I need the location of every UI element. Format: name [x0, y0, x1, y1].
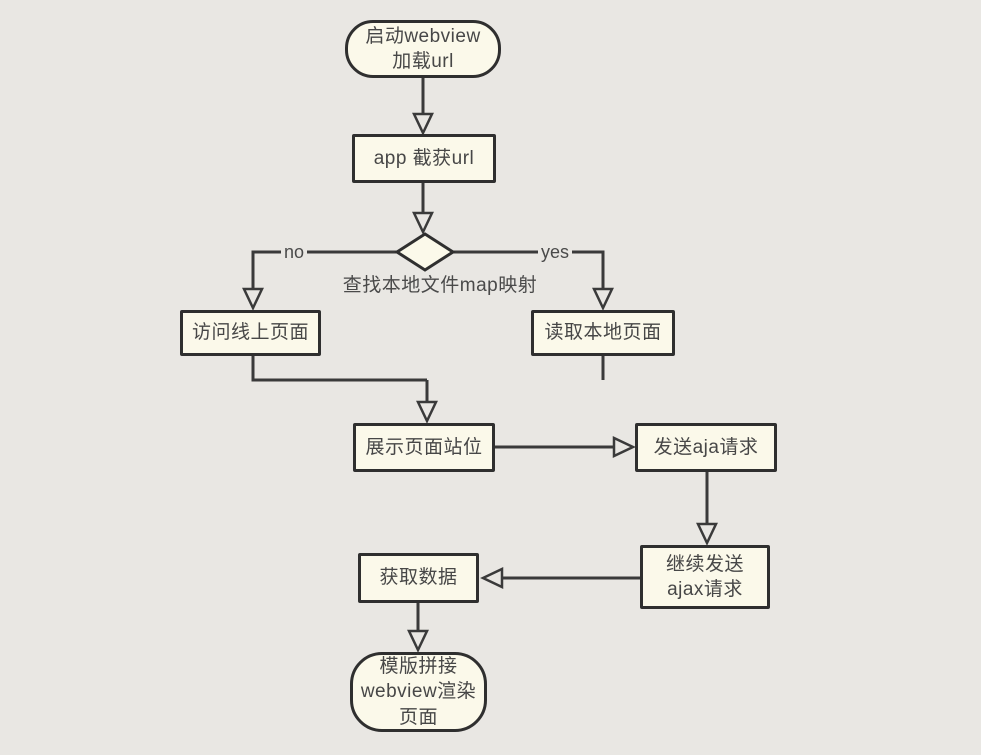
node-start-webview: 启动webview 加载url [345, 20, 501, 78]
branch-label-yes: yes [538, 242, 573, 263]
node-show-page-placeholder: 展示页面站位 [353, 423, 495, 472]
edge-decision-no [251, 250, 398, 291]
decision-diamond [394, 232, 456, 272]
arrowhead-down-icon [412, 112, 434, 136]
arrowhead-down-icon [592, 287, 614, 311]
arrowhead-down-icon [407, 629, 429, 653]
node-app-intercept-url: app 截获url [352, 134, 496, 183]
node-visit-online-page: 访问线上页面 [180, 310, 321, 356]
node-continue-ajax-request: 继续发送 ajax请求 [640, 545, 770, 609]
node-label: 页面 [398, 706, 438, 728]
arrowhead-down-icon [416, 400, 438, 424]
node-label: 加载url [392, 51, 454, 72]
decision-label: 查找本地文件map映射 [342, 275, 538, 296]
node-label: 访问线上页面 [191, 322, 309, 344]
arrowhead-down-icon [696, 522, 718, 546]
node-template-webview-render: 模版拼接 webview渲染 页面 [350, 652, 487, 732]
node-label: ajax请求 [667, 579, 743, 600]
node-label: 展示页面站位 [365, 436, 483, 458]
node-label: 读取本地页面 [544, 322, 662, 344]
node-fetch-data: 获取数据 [358, 553, 479, 603]
node-label: webview渲染 [360, 681, 477, 703]
arrowhead-right-icon [612, 436, 636, 458]
node-label: 继续发送 [665, 553, 744, 575]
arrowhead-down-icon [242, 287, 264, 311]
node-send-ajax-request: 发送aja请求 [635, 423, 777, 472]
node-label: 启动webview [365, 25, 481, 47]
node-label: 发送aja请求 [653, 436, 759, 458]
arrowhead-down-icon [412, 211, 434, 235]
node-label: 获取数据 [379, 567, 458, 589]
branch-label-no: no [281, 242, 308, 263]
node-read-local-page: 读取本地页面 [531, 310, 675, 356]
arrowhead-left-icon [480, 567, 504, 589]
node-label: app 截获url [373, 147, 475, 169]
edge-merge-placeholder [251, 356, 605, 403]
node-label: 模版拼接 [379, 656, 458, 678]
edge-decision-yes [452, 250, 605, 291]
